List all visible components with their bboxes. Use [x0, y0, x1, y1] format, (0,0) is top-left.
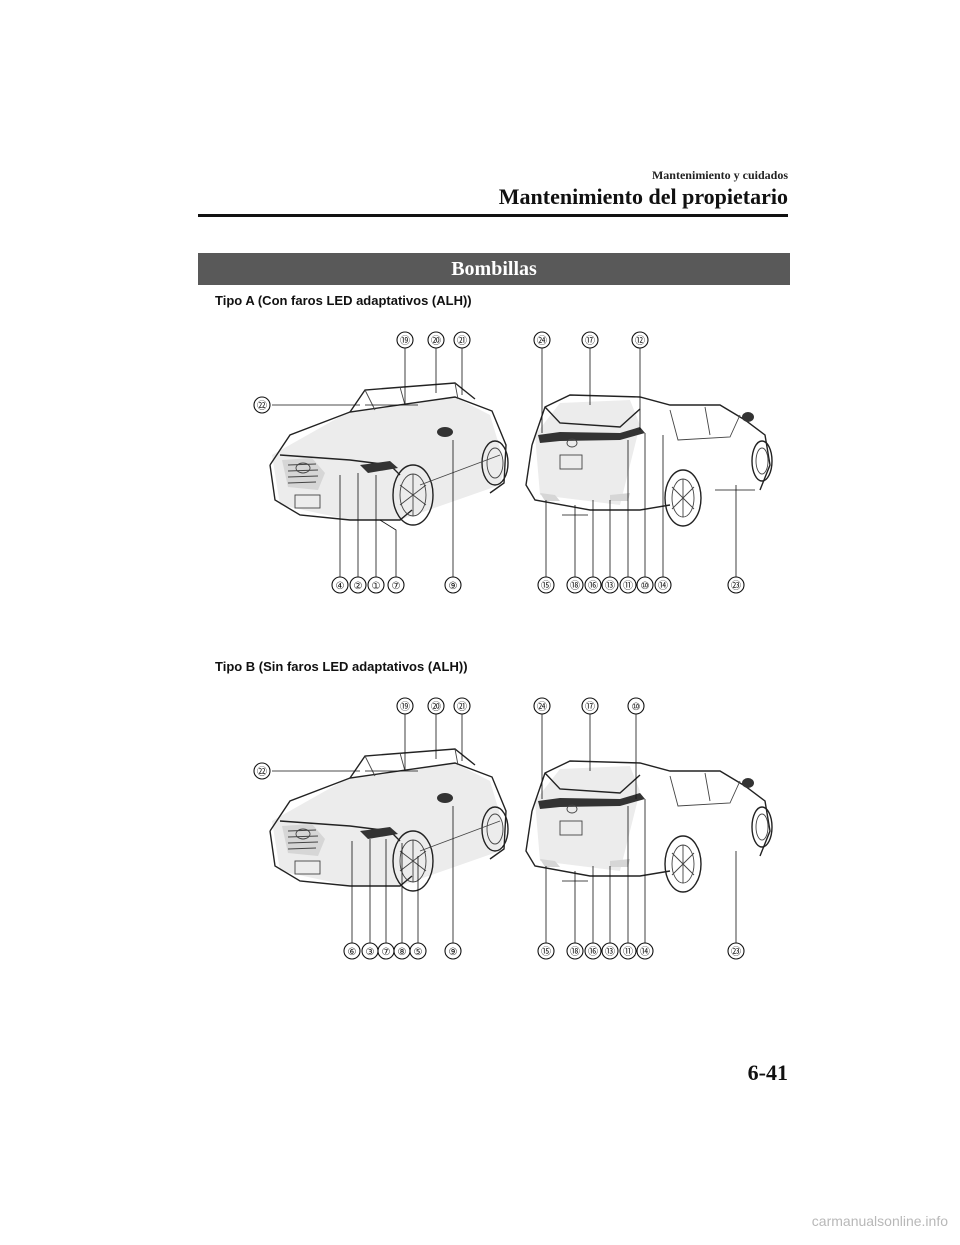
svg-text:⑦: ⑦	[392, 581, 401, 592]
svg-text:⑯: ⑯	[588, 580, 598, 592]
svg-text:④: ④	[336, 581, 345, 592]
svg-text:⑬: ⑬	[605, 946, 615, 958]
callout-7: ⑦	[387, 576, 405, 594]
page-title: Mantenimiento del propietario	[498, 184, 788, 209]
callout-23: ㉓	[727, 942, 745, 960]
callout-4: ④	[331, 576, 349, 594]
leader-lines	[272, 714, 737, 943]
callout-3: ③	[361, 942, 379, 960]
rear-car-illustration	[525, 394, 773, 527]
section-banner: Bombillas	[198, 253, 790, 285]
svg-text:②: ②	[354, 581, 363, 592]
callout-10: ⑩	[627, 697, 645, 715]
callout-20: ⑳	[427, 697, 445, 715]
svg-text:⑮: ⑮	[541, 946, 551, 958]
svg-text:⑩: ⑩	[641, 581, 650, 592]
callout-10: ⑩	[636, 576, 654, 594]
svg-text:⑤: ⑤	[414, 947, 423, 958]
svg-text:㉔: ㉔	[537, 335, 547, 347]
callout-21: ㉑	[453, 331, 471, 349]
callout-11: ⑪	[619, 942, 637, 960]
svg-text:①: ①	[372, 581, 381, 592]
svg-text:⑳: ⑳	[431, 335, 441, 347]
callout-18: ⑱	[566, 942, 584, 960]
callout-17: ⑰	[581, 697, 599, 715]
callout-markers-type-a: ⑲ ⑳ ㉑ ㉔ ⑰ ⑫ ㉒ ④ ② ① ⑦ ⑨ ⑮ ⑱ ⑯ ⑬ ⑪ ⑩ ⑭ ㉓	[253, 331, 745, 594]
svg-text:⑯: ⑯	[588, 946, 598, 958]
callout-24: ㉔	[533, 697, 551, 715]
svg-text:⑦: ⑦	[382, 947, 391, 958]
svg-text:㉓: ㉓	[731, 580, 741, 592]
callout-12: ⑫	[631, 331, 649, 349]
callout-13: ⑬	[601, 576, 619, 594]
bulb-diagram-type-a: ⑲ ⑳ ㉑ ㉔ ⑰ ⑫ ㉒ ④ ② ① ⑦ ⑨ ⑮ ⑱ ⑯ ⑬ ⑪ ⑩ ⑭ ㉓	[253, 331, 773, 594]
svg-text:⑪: ⑪	[623, 946, 633, 958]
svg-text:⑮: ⑮	[541, 580, 551, 592]
svg-text:⑱: ⑱	[570, 946, 580, 958]
callout-15: ⑮	[537, 942, 555, 960]
callout-19: ⑲	[396, 331, 414, 349]
svg-text:③: ③	[366, 947, 375, 958]
svg-text:⑳: ⑳	[431, 701, 441, 713]
callout-16: ⑯	[584, 942, 602, 960]
callout-8: ⑧	[393, 942, 411, 960]
callout-7: ⑦	[377, 942, 395, 960]
callout-5: ⑤	[409, 942, 427, 960]
svg-text:⑭: ⑭	[640, 946, 650, 958]
svg-text:㉑: ㉑	[457, 335, 467, 347]
svg-text:⑫: ⑫	[635, 335, 645, 347]
callout-6: ⑥	[343, 942, 361, 960]
caption-type-a: Tipo A (Con faros LED adaptativos (ALH))	[215, 293, 472, 308]
callout-1: ①	[367, 576, 385, 594]
callout-22: ㉒	[253, 762, 271, 780]
svg-text:㉔: ㉔	[537, 701, 547, 713]
page-number: 6-41	[747, 1060, 788, 1085]
svg-text:⑲: ⑲	[400, 701, 410, 713]
callout-17: ⑰	[581, 331, 599, 349]
svg-text:⑱: ⑱	[570, 580, 580, 592]
svg-text:㉒: ㉒	[257, 400, 267, 412]
front-car-illustration	[269, 382, 509, 526]
svg-text:⑨: ⑨	[449, 581, 458, 592]
svg-text:㉑: ㉑	[457, 701, 467, 713]
svg-text:⑰: ⑰	[585, 335, 595, 347]
callout-14: ⑭	[654, 576, 672, 594]
svg-text:㉓: ㉓	[731, 946, 741, 958]
header-rule	[198, 214, 788, 217]
callout-9: ⑨	[444, 942, 462, 960]
caption-type-b: Tipo B (Sin faros LED adaptativos (ALH))	[215, 659, 468, 674]
bulb-diagram-type-b: ⑲ ⑳ ㉑ ㉔ ⑰ ⑩ ㉒ ⑥ ③ ⑦ ⑧ ⑤ ⑨ ⑮ ⑱ ⑯ ⑬ ⑪ ⑭ ㉓	[253, 697, 773, 960]
callout-11: ⑪	[619, 576, 637, 594]
svg-text:⑨: ⑨	[449, 947, 458, 958]
svg-text:⑪: ⑪	[623, 580, 633, 592]
callout-18: ⑱	[566, 576, 584, 594]
section-header: Mantenimiento y cuidados	[651, 168, 788, 182]
callout-21: ㉑	[453, 697, 471, 715]
svg-text:⑲: ⑲	[400, 335, 410, 347]
callout-20: ⑳	[427, 331, 445, 349]
callout-14: ⑭	[636, 942, 654, 960]
footer-watermark[interactable]: carmanualsonline.info	[811, 1213, 948, 1229]
svg-text:⑬: ⑬	[605, 580, 615, 592]
svg-text:⑰: ⑰	[585, 701, 595, 713]
callout-16: ⑯	[584, 576, 602, 594]
front-car-illustration	[269, 748, 509, 892]
svg-text:⑥: ⑥	[348, 947, 357, 958]
callout-13: ⑬	[601, 942, 619, 960]
svg-text:⑩: ⑩	[632, 702, 641, 713]
callout-2: ②	[349, 576, 367, 594]
callout-15: ⑮	[537, 576, 555, 594]
callout-markers-type-b: ⑲ ⑳ ㉑ ㉔ ⑰ ⑩ ㉒ ⑥ ③ ⑦ ⑧ ⑤ ⑨ ⑮ ⑱ ⑯ ⑬ ⑪ ⑭ ㉓	[253, 697, 745, 960]
callout-19: ⑲	[396, 697, 414, 715]
leader-lines	[272, 348, 755, 577]
callout-9: ⑨	[444, 576, 462, 594]
svg-text:㉒: ㉒	[257, 766, 267, 778]
callout-23: ㉓	[727, 576, 745, 594]
callout-24: ㉔	[533, 331, 551, 349]
rear-car-illustration	[525, 760, 773, 893]
svg-text:⑧: ⑧	[398, 947, 407, 958]
callout-22: ㉒	[253, 396, 271, 414]
svg-text:⑭: ⑭	[658, 580, 668, 592]
